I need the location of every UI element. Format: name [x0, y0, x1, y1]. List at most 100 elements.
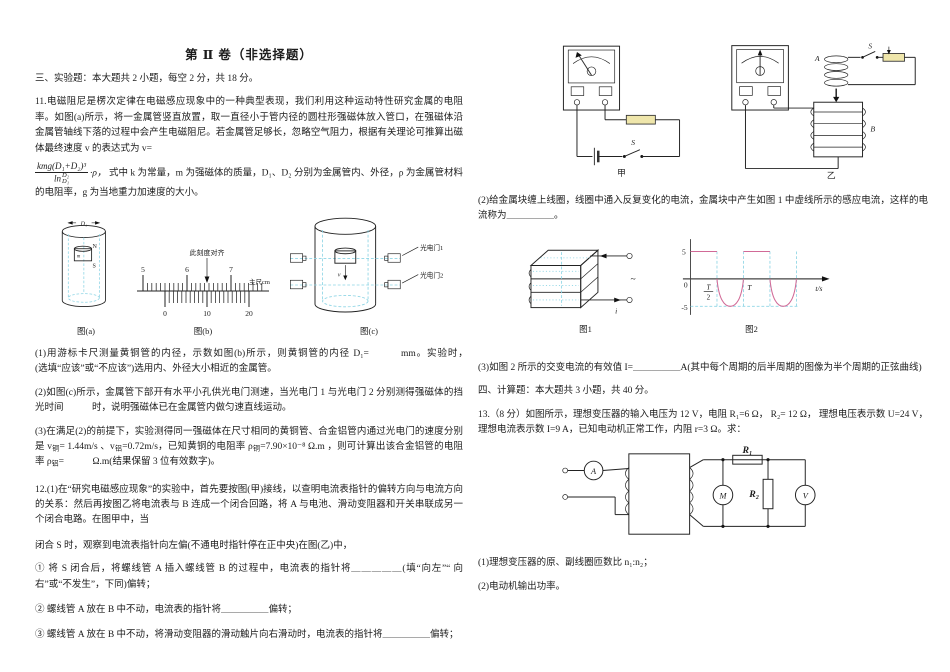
page-title: 第 Ⅱ 卷（非选择题） — [185, 48, 313, 62]
q11-part3-sub-cu: 铜 — [252, 444, 261, 453]
metal-block — [528, 248, 600, 309]
formula-numerator: kmg(D₁+D₂)³ — [35, 160, 89, 173]
fig-c: v 光电门1 光电门2 图(c) — [279, 211, 459, 337]
fig-a-diagram: D₁ m — [61, 221, 106, 308]
q12-part2-text: (2)给金属块缠上线圈，线圈中通入反复变化的电流，金属块中产生如图 1 中虚线所… — [478, 196, 928, 222]
fig-a-north-label: N — [92, 244, 97, 250]
ammeter-label: A — [590, 467, 597, 476]
formula-d2: D₂ — [62, 171, 69, 179]
formula-d1: D₁ — [62, 178, 69, 186]
q11-part3-sub-cu: 铜 — [52, 444, 60, 453]
ammeter: A — [583, 460, 604, 481]
galvanometer — [731, 45, 789, 111]
fig1-terminals — [580, 252, 633, 303]
q13-circuit-diagram: A — [562, 446, 816, 535]
fig2-y-min: -5 — [681, 303, 688, 312]
resistor — [625, 114, 656, 125]
fig2-graph: 5 0 -5 T 2 T t/s — [681, 238, 830, 315]
fig-c-gate1-label: 光电门1 — [420, 243, 443, 252]
fig1-current-label: i — [615, 306, 617, 315]
fig-b-align-note: 此刻度对齐 — [190, 248, 225, 257]
primary-wires — [567, 496, 629, 516]
fig-b-main-unit: 主尺cm — [249, 277, 270, 286]
q13-part2: (2)电动机输出功率。 — [478, 581, 566, 592]
fig-a: D₁ m — [45, 209, 127, 337]
fig2-current-curve — [690, 250, 797, 307]
fig-c-tube — [314, 217, 377, 313]
fig-b-vernier-20: 20 — [245, 309, 253, 318]
fig-b: 此刻度对齐 5 6 7 主尺cm — [133, 245, 273, 337]
q11-part3: (3)在满足(2)的前提下，实验测得同一强磁体在尺寸相同的黄铜管、合金铝管内通过… — [35, 425, 463, 471]
coil-a — [824, 55, 849, 87]
q12-part3-text: (3)如图 2 所示的交变电流的有效值 I=＿＿＿＿＿A(其中每个周期的后半周期… — [478, 362, 922, 373]
jia-switch-label: S — [631, 138, 635, 147]
q13-part1: (1)理想变压器的原、副线圈匝数比 n₁:n₂； — [478, 558, 653, 569]
fig2-caption: 图2 — [745, 323, 758, 334]
q11-part3-text: = Ω.m(结果保留 3 位有效数字)。 — [58, 457, 221, 468]
left-column: 第 Ⅱ 卷（非选择题） 三、实验题：本大题共 2 小题，每空 2 分，共 18 … — [35, 44, 502, 652]
q11-part1: (1)用游标卡尺测量黄铜管的内径，示数如图(b)所示，则黄铜管的内径 D₁= m… — [35, 349, 502, 375]
resistor-r2: R₂ — [748, 459, 774, 527]
fig1-diagram: ~ i — [528, 248, 636, 315]
fig-yi-caption: 乙 — [827, 170, 836, 180]
coil-b-label: B — [870, 124, 875, 133]
yi-wires — [744, 105, 839, 170]
q12-item1: ① 将 S 闭合后，将螺线管 A 插入螺线管 B 的过程中，电流表的指针将＿＿＿… — [35, 564, 463, 590]
insertion-arrow — [833, 88, 840, 103]
svg-text:T: T — [706, 283, 711, 291]
right-column: S 甲 — [478, 40, 928, 603]
fig-c-diagram: v 光电门1 光电门2 — [290, 217, 443, 313]
fig2-t-label: T — [747, 283, 752, 292]
q11-part3-text: =0.72m/s，已知黄铜的电阻率 ρ — [122, 441, 253, 452]
q11-part3-sub-al: 铝 — [51, 459, 59, 468]
r1-label: R₁ — [741, 446, 752, 456]
rheostat — [882, 53, 905, 62]
fig-a-magnet-mass-label: m — [77, 254, 81, 259]
q12-circuit-row: S 甲 — [546, 40, 928, 182]
q11-part2: (2)如图(c)所示，金属管下部开有水平小孔供光电门测速，当光电门 1 与光电门… — [35, 387, 463, 414]
fig-b-caption: 图(b) — [193, 326, 213, 337]
coil-a-loop — [847, 46, 916, 86]
fig1-caption: 图1 — [579, 323, 592, 334]
coil-b — [810, 101, 866, 158]
motor: M — [712, 459, 734, 527]
coil-a-label: A — [814, 54, 820, 63]
jia-wires — [576, 105, 681, 166]
q12-p2: 闭合 S 时，观察到电流表指针向左偏(不通电时指针停在正中央)在图(乙)中， — [35, 540, 353, 551]
fig-b-main-5: 5 — [141, 265, 145, 274]
fig-b-align-arrow — [204, 258, 210, 284]
q11-part3-text: (3)在满足(2)的前提下，实验测得同一强磁体在尺寸相同的黄铜管、合金铝管内通过… — [35, 426, 463, 452]
fig-jia-circuit: S 甲 — [562, 45, 681, 178]
q11-intro: 11.电磁阻尼是楞次定律在电磁感应现象中的一种典型表现，我们利用这种运动特性研究… — [35, 97, 463, 154]
fig-jia-caption: 甲 — [617, 168, 626, 178]
voltmeter-label: V — [803, 492, 809, 501]
resistor-r1: R₁ — [732, 446, 763, 465]
fig2-t-half-fraction: T 2 — [703, 283, 714, 301]
fig1: ~ i 图1 — [523, 233, 648, 335]
fig-a-d1-label: D₁ — [80, 221, 87, 227]
fig-b-vernier-scale: 0 10 20 — [163, 291, 253, 318]
fig-a-d1-dimension: D₁ — [67, 221, 101, 227]
section-4-heading: 四、计算题：本大题共 3 小题，共 40 分。 — [478, 386, 654, 397]
q12-item2: ② 螺线管 A 放在 B 中不动，电流表的指针将＿＿＿＿＿偏转； — [35, 604, 298, 615]
q11-formula-suffix: ·ρ， — [90, 168, 107, 179]
fig-c-gate2-label: 光电门2 — [420, 270, 443, 279]
q12-intro: 12.(1)在“研究电磁感应现象”的实验中，首先要按图(甲)接线，以查明电流表指… — [35, 484, 463, 526]
fig2-y-zero: 0 — [684, 280, 688, 289]
fig2-y-max: 5 — [682, 247, 686, 256]
q11-part3-text: = 1.44m/s 、v — [59, 441, 115, 452]
secondary-wires — [689, 459, 806, 528]
fig-a-tube — [61, 225, 106, 308]
switch-lever — [862, 51, 876, 58]
fig-c-photogates — [290, 253, 401, 290]
q11-part3-text: =7.90×10⁻⁸ Ω.m ，则可计算出该合金铝管的电阻率 ρ — [35, 441, 464, 468]
q11-figure-row: D₁ m — [45, 209, 463, 337]
fig-yi-circuit: B A — [731, 42, 916, 180]
q11-intro-after: 式中 k 为常量，m 为强磁体的质量，D₁、D₂ 分别为金属管内、外径，ρ 为金… — [35, 168, 464, 198]
fig-c-velocity-label: v — [338, 273, 341, 279]
section-3-heading: 三、实验题：本大题共 2 小题，每空 2 分，共 18 分。 — [35, 74, 259, 84]
fig-a-south-label: S — [92, 264, 95, 270]
